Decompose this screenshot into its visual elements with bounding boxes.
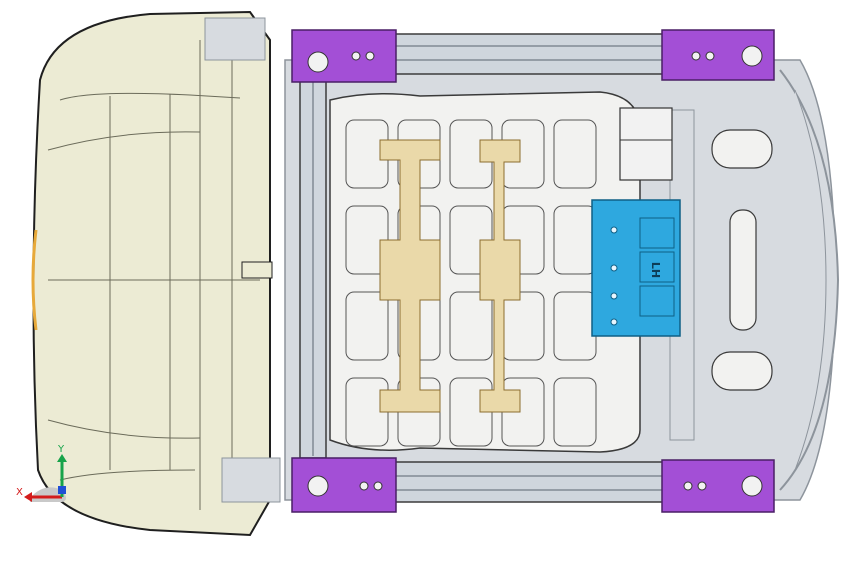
pad-pocket <box>345 291 389 361</box>
cushion-mount-bottom <box>221 457 281 503</box>
spring-1 <box>379 139 441 413</box>
spring-2 <box>479 139 521 413</box>
pad-pocket <box>553 119 597 189</box>
suspension-springs <box>379 139 521 413</box>
track-bracket-rear-right <box>661 459 775 513</box>
cushion-mount-top <box>204 17 266 61</box>
front-cross-tube <box>299 77 327 459</box>
triad-x-label: X <box>16 487 23 498</box>
seat-cushion <box>31 10 273 537</box>
lh-control-module: LH <box>591 199 681 337</box>
sensor-box <box>619 107 673 181</box>
pad-pocket <box>553 377 597 447</box>
track-bracket-front-left <box>291 29 397 83</box>
triad-y-label: Y <box>57 444 65 455</box>
coordinate-triad: X Y <box>16 444 67 502</box>
track-bracket-front-right <box>661 29 775 81</box>
pad-pocket <box>449 291 493 361</box>
track-bracket-rear-left <box>291 457 397 513</box>
module-label: LH <box>649 262 662 278</box>
rear-cross-member <box>669 109 773 441</box>
